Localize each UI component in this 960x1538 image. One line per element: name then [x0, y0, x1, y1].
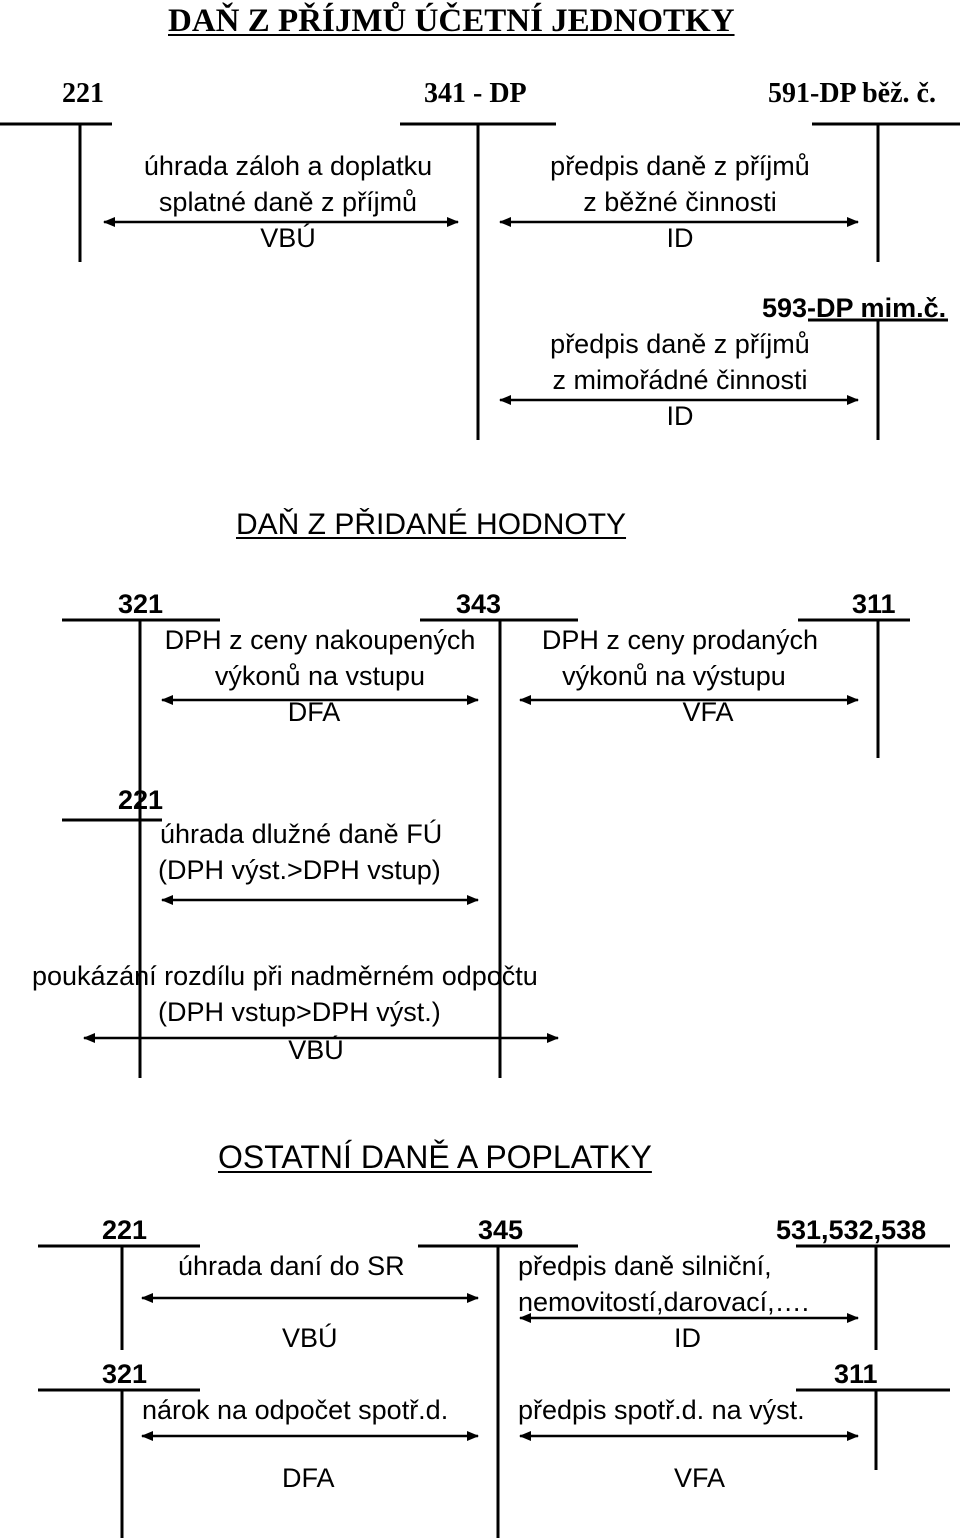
account-label-311: 311	[852, 589, 896, 619]
document-code: VFA	[682, 697, 734, 727]
document-code: ID	[666, 401, 694, 431]
entry-text: (DPH výst.>DPH vstup)	[158, 855, 441, 885]
entry-text: z mimořádné činnosti	[552, 365, 808, 395]
t-account-321-s3	[38, 1388, 200, 1538]
t-account-341	[400, 122, 556, 440]
section-title-other-taxes: OSTATNÍ DANĚ A POPLATKY	[218, 1139, 652, 1175]
entry-text: (DPH vstup>DPH výst.)	[158, 997, 441, 1027]
t-account-593	[808, 318, 948, 440]
entry-text: předpis spotř.d. na výst.	[518, 1395, 805, 1425]
entry-text: úhrada dlužné daně FÚ	[160, 819, 443, 849]
entry-text: nárok na odpočet spotř.d.	[142, 1395, 449, 1425]
document-code: VFA	[674, 1463, 726, 1493]
account-label-221: 221	[102, 1215, 148, 1245]
account-label-221: 221	[118, 785, 164, 815]
account-label-311: 311	[834, 1359, 878, 1389]
entry-text: DPH z ceny prodaných	[541, 625, 819, 655]
entry-text: DPH z ceny nakoupených	[164, 625, 476, 655]
account-label-343: 343	[456, 589, 502, 619]
account-label-321: 321	[102, 1359, 148, 1389]
t-account-311-s2	[798, 618, 910, 758]
entry-text: výkonů na vstupu	[214, 661, 426, 691]
document-code: DFA	[282, 1463, 335, 1493]
t-account-311-s3	[796, 1388, 950, 1470]
t-account-345	[418, 1244, 578, 1538]
entry-text: z běžné činnosti	[583, 187, 777, 217]
entry-text: úhrada daní do SR	[178, 1251, 405, 1281]
t-account-221-s1	[0, 122, 112, 262]
account-label-321: 321	[118, 589, 164, 619]
t-account-591	[812, 122, 960, 262]
account-label-221: 221	[62, 78, 104, 109]
t-account-343	[420, 618, 578, 1078]
account-label-593: 593-DP mim.č.	[762, 293, 947, 323]
t-account-531	[796, 1244, 950, 1350]
t-account-321-s2	[62, 618, 220, 1078]
account-label-531-532-538: 531,532,538	[776, 1215, 927, 1245]
account-label-591: 591-DP běž. č.	[768, 78, 936, 109]
document-code: VBÚ	[288, 1035, 344, 1065]
entry-text: předpis daně z příjmů	[550, 329, 810, 359]
document-code: DFA	[287, 697, 341, 727]
document-code: ID	[674, 1323, 701, 1353]
entry-text: předpis daně silniční,	[518, 1251, 772, 1281]
entry-text: splatné daně z příjmů	[158, 187, 418, 217]
section-title-income-tax: DAŇ Z PŘÍJMŮ ÚČETNÍ JEDNOTKY	[168, 3, 735, 39]
entry-text: poukázání rozdílu při nadměrném odpočtu	[32, 961, 538, 991]
entry-text: úhrada záloh a doplatku	[143, 151, 433, 181]
t-account-221-s3	[38, 1244, 200, 1350]
section-title-vat: DAŇ Z PŘIDANÉ HODNOTY	[236, 508, 627, 541]
entry-text: předpis daně z příjmů	[550, 151, 810, 181]
document-code: VBÚ	[282, 1323, 338, 1353]
account-label-341: 341 - DP	[424, 78, 527, 109]
account-label-345: 345	[478, 1215, 524, 1245]
document-code: VBÚ	[260, 223, 316, 253]
entry-text: výkonů na výstupu	[562, 661, 786, 691]
document-code: ID	[666, 223, 694, 253]
entry-text: nemovitostí,darovací,….	[518, 1287, 810, 1317]
